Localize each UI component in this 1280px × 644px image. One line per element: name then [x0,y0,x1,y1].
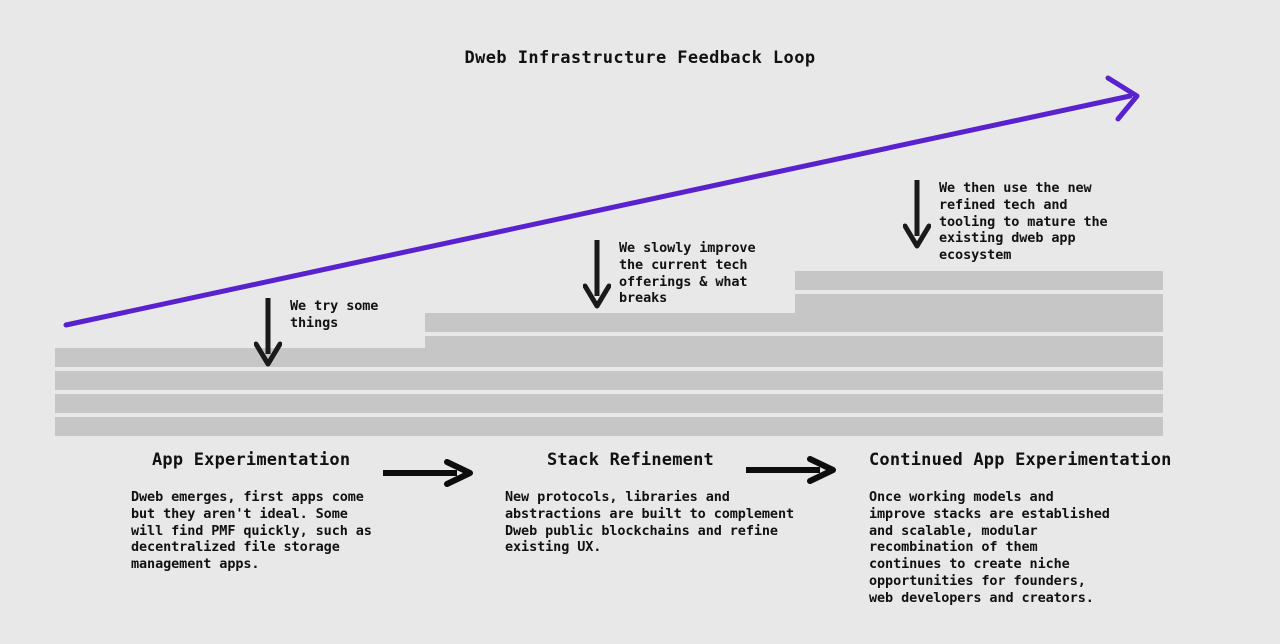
phase-stack-refinement: Stack Refinement New protocols, librarie… [505,450,835,556]
staircase-bar [425,313,1163,332]
staircase-bar [55,348,1163,367]
down-arrow-icon [254,298,282,367]
annotation-slowly-improve-text: We slowly improve the current tech offer… [619,240,756,307]
page-title: Dweb Infrastructure Feedback Loop [464,48,816,68]
staircase-bar [795,271,1163,290]
annotation-try-things: We try some things [254,296,378,370]
staircase-bar [55,394,1163,413]
down-arrow-icon [583,240,611,309]
phase-continued-app-experimentation-body: Once working models and improve stacks a… [869,489,1110,606]
annotation-refined-tech-text: We then use the new refined tech and too… [939,180,1108,264]
right-arrow-icon [383,459,473,487]
staircase-bar [55,417,1163,436]
phase-app-experimentation-heading: App Experimentation [152,450,351,470]
phase-stack-refinement-body: New protocols, libraries and abstraction… [505,489,794,556]
phase-continued-app-experimentation: Continued App Experimentation Once worki… [869,450,1189,607]
phases-row: App Experimentation Dweb emerges, first … [0,450,1280,644]
phase-app-experimentation-body: Dweb emerges, first apps come but they a… [131,489,372,573]
down-arrow-icon [903,180,931,249]
phase-continued-app-experimentation-heading: Continued App Experimentation [869,450,1172,470]
staircase-bar [55,371,1163,390]
phase-stack-refinement-heading: Stack Refinement [547,450,714,470]
annotation-try-things-text: We try some things [290,298,379,331]
annotation-slowly-improve: We slowly improve the current tech offer… [583,238,756,312]
staircase-bar [795,294,1163,313]
annotation-refined-tech: We then use the new refined tech and too… [903,178,1108,264]
phase-app-experimentation: App Experimentation Dweb emerges, first … [131,450,381,573]
right-arrow-icon [746,456,836,484]
